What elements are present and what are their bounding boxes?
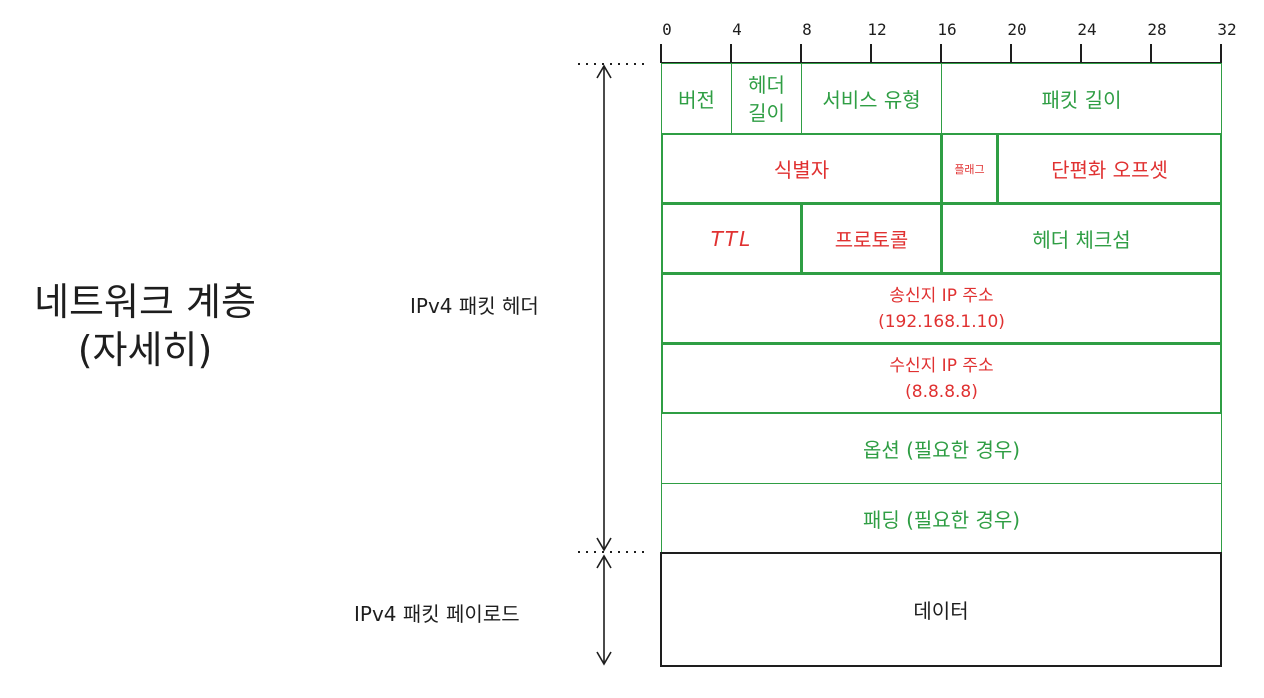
field-payload-data-label: 데이터 <box>913 599 969 623</box>
dotted-separators <box>578 63 650 553</box>
field-header-length: 헤더 길이 <box>731 63 802 134</box>
field-identification-label: 식별자 <box>773 158 830 182</box>
field-padding-label: 패딩 (필요한 경우) <box>862 507 1021 532</box>
field-payload-data: 데이터 <box>660 552 1222 667</box>
payload-span-arrow <box>596 554 612 666</box>
field-fragment-offset: 단편화 오프셋 <box>997 133 1222 204</box>
field-type-of-service: 서비스 유형 <box>801 63 942 134</box>
diagram-title: 네트워크 계층 (자세히) <box>0 278 290 374</box>
ruler-tick-32: 32 <box>1217 20 1237 39</box>
field-options-label: 옵션 (필요한 경우) <box>862 438 1021 462</box>
header-label: IPv4 패킷 헤더 <box>410 294 539 318</box>
field-fragment-offset-label: 단편화 오프셋 <box>1051 158 1168 182</box>
field-source-ip-line-1: 송신지 IP 주소 <box>889 285 994 306</box>
ruler-tick-0: 0 <box>662 20 672 39</box>
field-type-of-service-label: 서비스 유형 <box>822 88 921 112</box>
payload-label: IPv4 패킷 페이로드 <box>354 602 520 626</box>
ruler-tick-24: 24 <box>1077 20 1097 39</box>
field-protocol: 프로토콜 <box>801 203 942 274</box>
ruler-tick-20: 20 <box>1007 20 1027 39</box>
ruler-axis <box>660 44 1222 64</box>
title-line-1: 네트워크 계층 <box>34 280 256 324</box>
ruler-tick-12: 12 <box>867 20 887 39</box>
field-ttl-label: TTL <box>710 226 753 251</box>
field-options: 옵션 (필요한 경우) <box>661 413 1222 484</box>
field-version: 버전 <box>661 63 732 134</box>
title-line-2: (자세히) <box>77 328 213 372</box>
header-span-arrow <box>596 64 612 552</box>
field-protocol-label: 프로토콜 <box>834 228 909 252</box>
field-version-label: 버전 <box>678 88 715 112</box>
field-header-length-line-2: 길이 <box>748 100 785 125</box>
field-total-length: 패킷 길이 <box>941 63 1222 134</box>
field-header-checksum-label: 헤더 체크섬 <box>1032 228 1131 252</box>
field-destination-ip-line-1: 수신지 IP 주소 <box>889 355 994 376</box>
field-header-length-line-1: 헤더 <box>748 72 785 97</box>
field-destination-ip: 수신지 IP 주소 (8.8.8.8) <box>661 343 1222 414</box>
ruler-tick-16: 16 <box>937 20 957 39</box>
field-identification: 식별자 <box>661 133 942 204</box>
ruler-tick-8: 8 <box>802 20 812 39</box>
field-header-checksum: 헤더 체크섬 <box>941 203 1222 274</box>
field-source-ip-line-2: (192.168.1.10) <box>878 311 1005 332</box>
field-total-length-label: 패킷 길이 <box>1041 88 1122 112</box>
field-padding: 패딩 (필요한 경우) <box>661 483 1222 553</box>
field-ttl: TTL <box>661 203 802 274</box>
ruler-tick-28: 28 <box>1147 20 1167 39</box>
field-destination-ip-line-2: (8.8.8.8) <box>905 381 978 402</box>
field-source-ip: 송신지 IP 주소 (192.168.1.10) <box>661 273 1222 344</box>
ruler-tick-4: 4 <box>732 20 742 39</box>
field-flags: 플래그 <box>941 133 998 204</box>
field-flags-label: 플래그 <box>954 162 985 176</box>
